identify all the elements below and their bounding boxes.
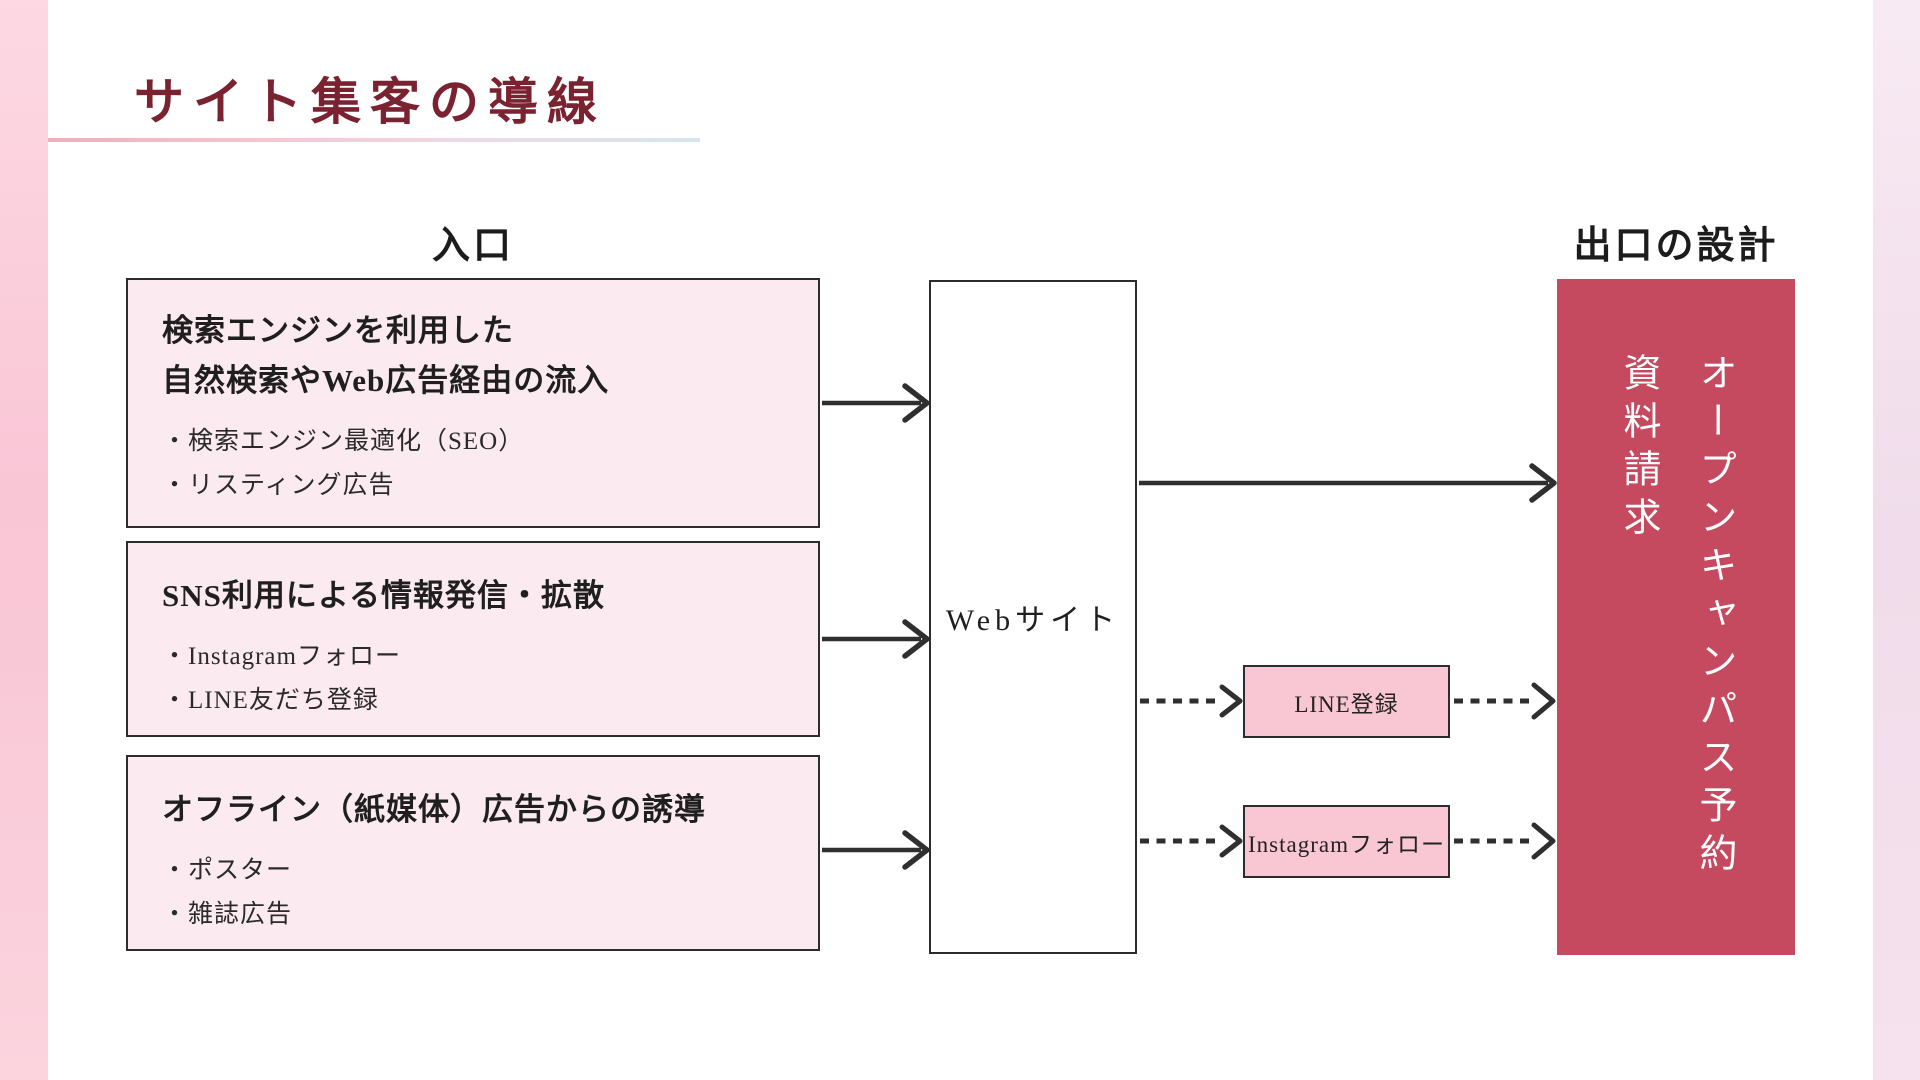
left-edge-gradient-band — [0, 0, 48, 1080]
title-underline-gradient — [48, 138, 700, 142]
page-title: サイト集客の導線 — [134, 74, 606, 130]
website-label: Webサイト — [945, 604, 1121, 637]
line-registration-box: LINE登録 — [1243, 665, 1450, 738]
arrow-search-to-website — [822, 383, 930, 423]
entry-box-bullets: ・検索エンジン最適化（SEO） ・リスティング広告 — [162, 420, 798, 508]
entry-box-title-line: 検索エンジンを利用した — [162, 313, 514, 348]
arrow-website-to-exit — [1139, 463, 1557, 503]
bullet-item: ・リスティング広告 — [162, 472, 395, 499]
entry-box-search: 検索エンジンを利用した 自然検索やWeb広告経由の流入 ・検索エンジン最適化（S… — [126, 278, 820, 528]
bullet-item: ・ポスター — [162, 857, 293, 884]
bullet-item: ・Instagramフォロー — [162, 643, 401, 670]
entry-box-title-line: SNS利用による情報発信・拡散 — [162, 578, 605, 613]
entry-box-title-line: 自然検索やWeb広告経由の流入 — [162, 363, 610, 398]
exit-column-open-campus: オープンキャンパス予約 — [1693, 353, 1735, 881]
bullet-item: ・雑誌広告 — [162, 901, 293, 928]
instagram-follow-label: Instagramフォロー — [1248, 831, 1445, 857]
entry-box-offline: オフライン（紙媒体）広告からの誘導 ・ポスター ・雑誌広告 — [126, 755, 820, 951]
bullet-item: ・LINE友だち登録 — [162, 687, 379, 714]
bullet-item: ・検索エンジン最適化（SEO） — [162, 428, 525, 455]
website-box: Webサイト — [929, 280, 1137, 954]
entry-box-title-line: オフライン（紙媒体）広告からの誘導 — [162, 792, 706, 827]
entrance-header: 入口 — [431, 225, 514, 267]
arrow-sns-to-website — [822, 619, 930, 659]
line-registration-label: LINE登録 — [1294, 691, 1399, 717]
entry-box-bullets: ・ポスター ・雑誌広告 — [162, 849, 798, 937]
arrow-offline-to-website — [822, 830, 930, 870]
right-edge-gradient-band — [1873, 0, 1920, 1080]
exit-header: 出口の設計 — [1573, 225, 1779, 267]
exit-conversion-box: オープンキャンパス予約 資料請求 — [1557, 279, 1795, 955]
instagram-follow-box: Instagramフォロー — [1243, 805, 1450, 878]
entry-box-sns: SNS利用による情報発信・拡散 ・Instagramフォロー ・LINE友だち登… — [126, 541, 820, 737]
entry-box-bullets: ・Instagramフォロー ・LINE友だち登録 — [162, 635, 798, 723]
dashed-arrow-website-to-line — [1140, 684, 1243, 718]
dashed-arrow-line-to-exit — [1454, 682, 1556, 720]
exit-column-document-request: 資料請求 — [1617, 353, 1659, 545]
dashed-arrow-instagram-to-exit — [1454, 822, 1556, 860]
dashed-arrow-website-to-instagram — [1140, 824, 1243, 858]
